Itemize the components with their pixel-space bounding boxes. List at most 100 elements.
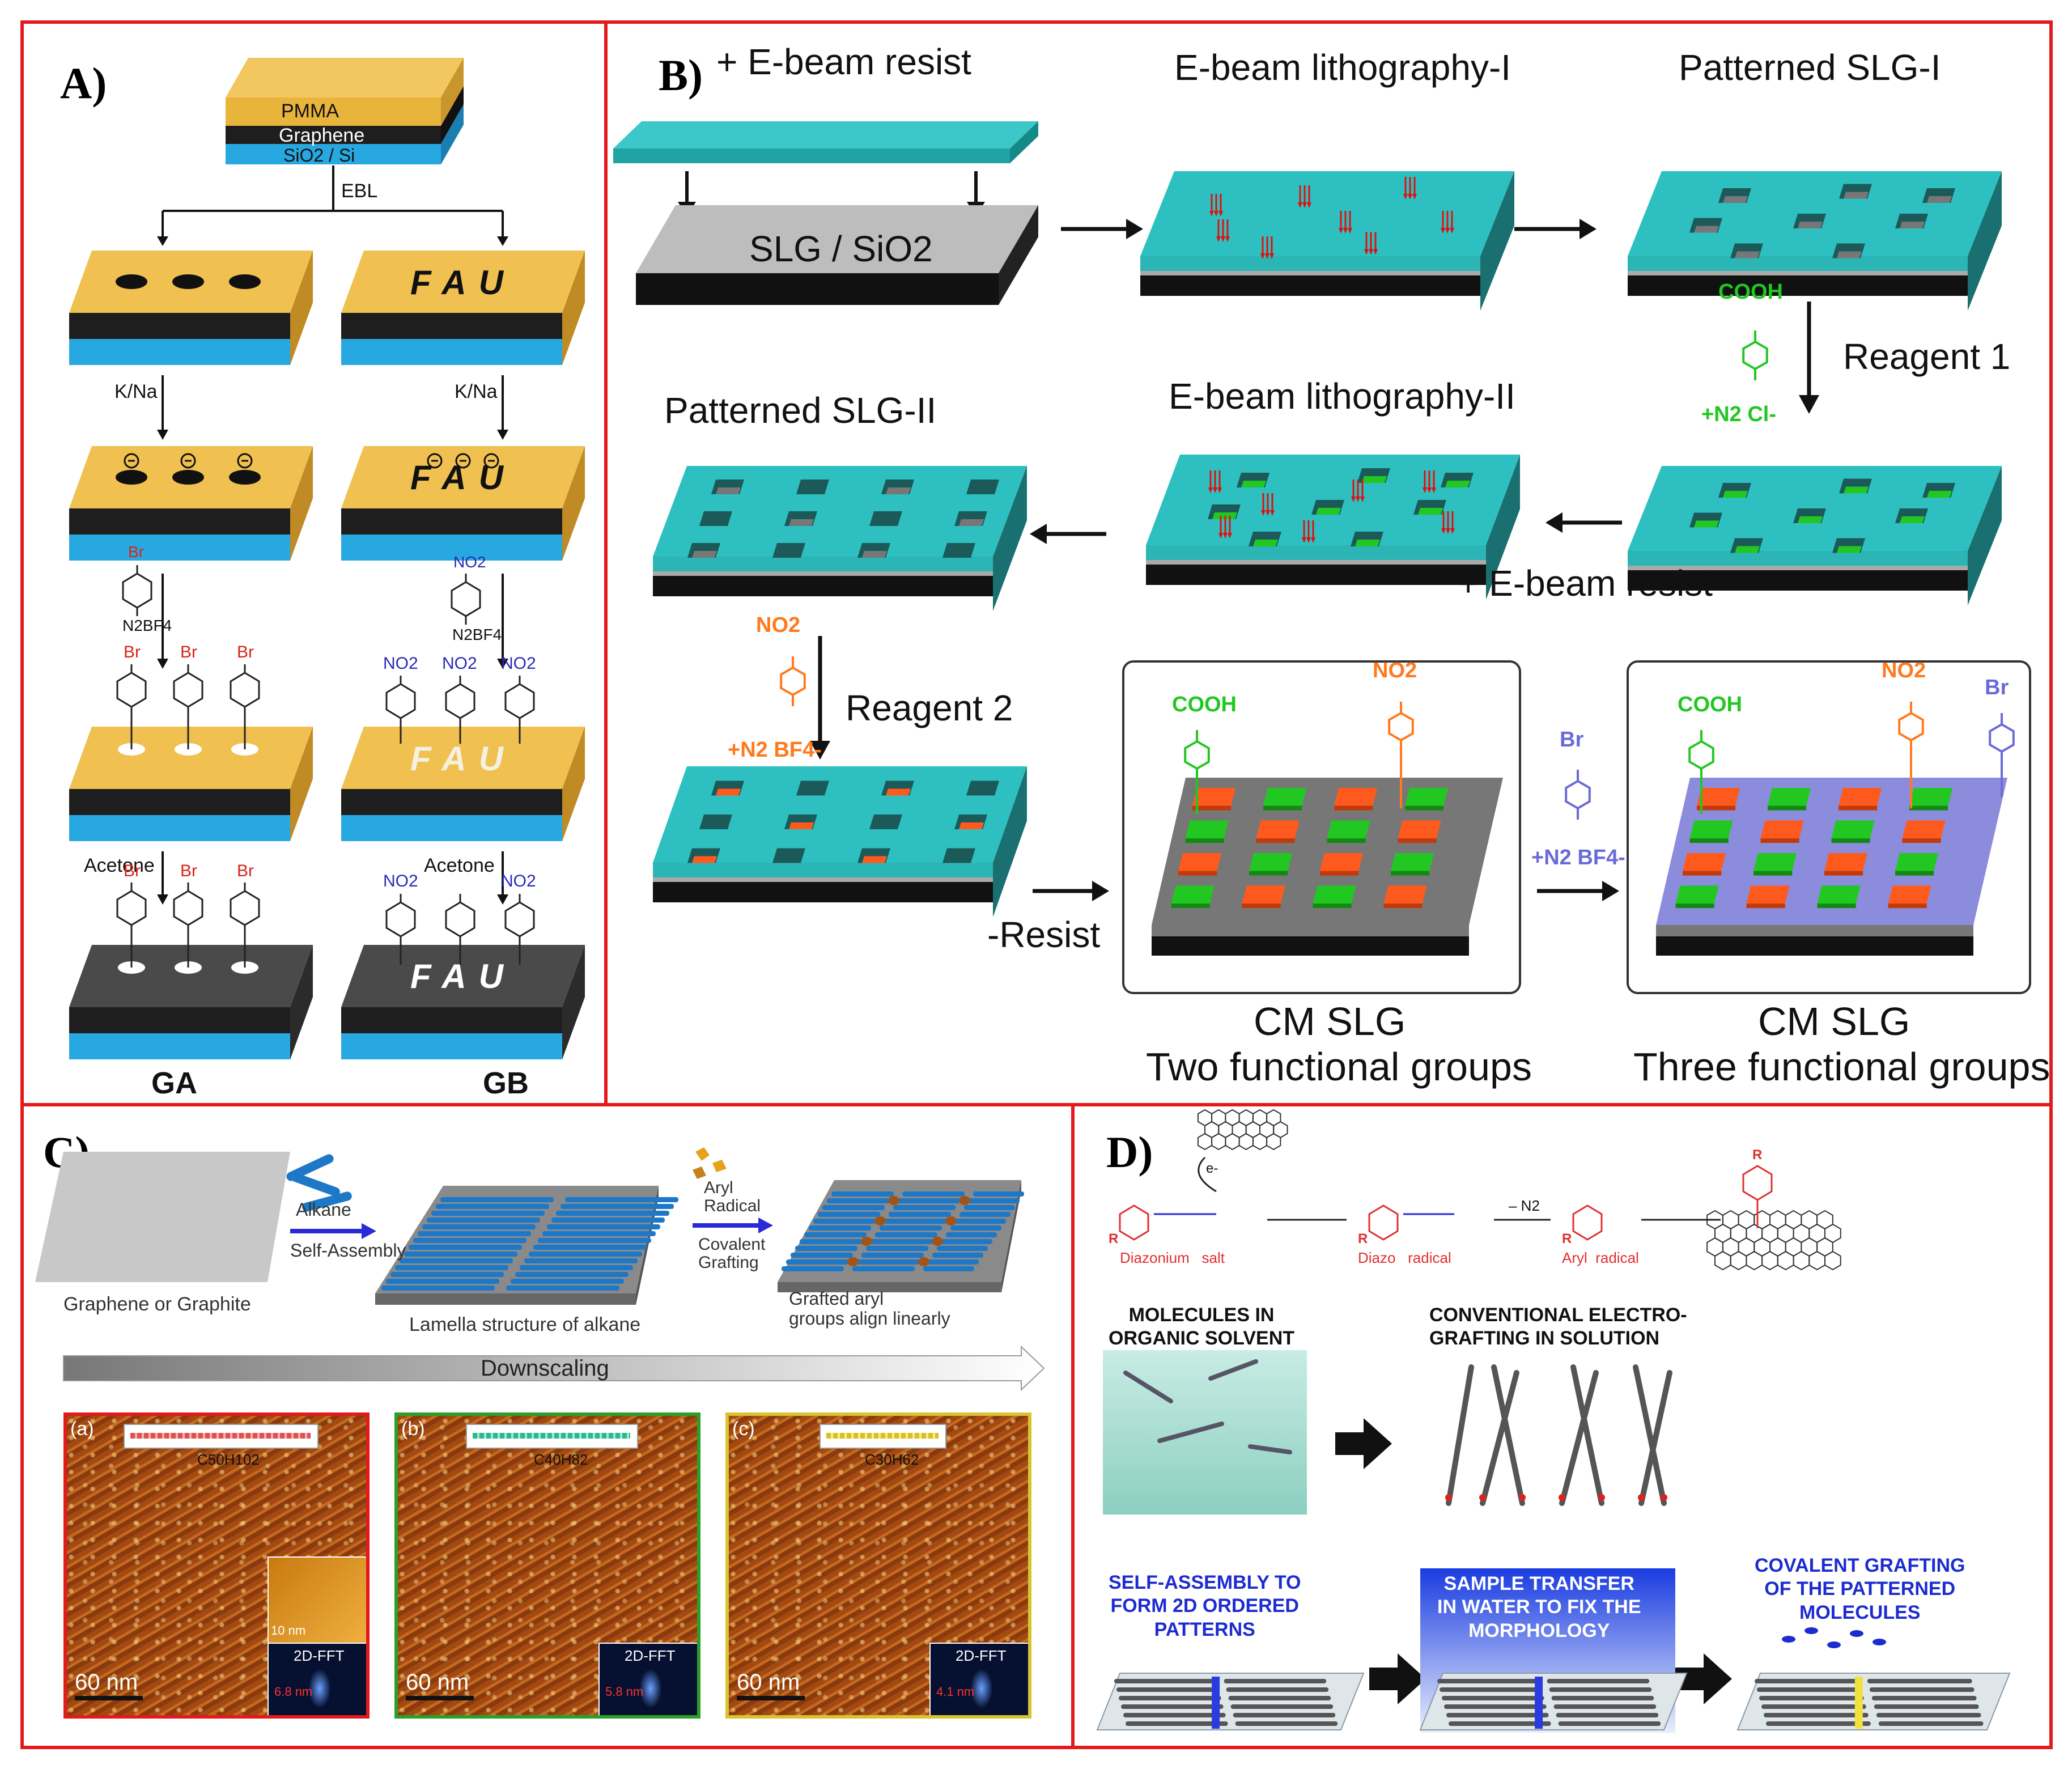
sub-br-l3: Br bbox=[237, 643, 254, 661]
pslg2-label: Patterned SLG-II bbox=[664, 390, 937, 431]
covalent-caption: COVALENT GRAFTING OF THE PATTERNED MOLEC… bbox=[1755, 1555, 1965, 1623]
aryl-left-row4 bbox=[116, 664, 260, 749]
diazonium-label: Diazonium salt bbox=[1120, 1249, 1225, 1266]
electron-label: e- bbox=[1206, 1161, 1218, 1176]
panel-a-diagram bbox=[69, 58, 585, 1059]
cm-slg-two bbox=[1152, 778, 1503, 956]
cm2-title: CM SLG bbox=[1758, 999, 1910, 1043]
stm-a-scale: 60 nm bbox=[75, 1670, 138, 1695]
result-gb: GB bbox=[483, 1066, 529, 1100]
panel-b: B) + E-beam resist bbox=[604, 20, 2053, 1106]
stm-image-c: (c) C30H62 2D-FFT 4.1 nm 60 nm bbox=[725, 1412, 1031, 1719]
alkane-label: Alkane bbox=[296, 1199, 351, 1220]
sio2-label: SiO2 / Si bbox=[283, 145, 355, 166]
grafted-aryl-label: Grafted aryl groups align linearly bbox=[789, 1288, 950, 1329]
stm-a-fft: 2D-FFT 6.8 nm bbox=[268, 1643, 366, 1715]
stm-a-zoom-inset: 10 nm bbox=[268, 1556, 366, 1644]
stack-right-row3 bbox=[341, 446, 585, 561]
reagent1-label: Reagent 1 bbox=[1843, 336, 2011, 377]
aryl-left-row5 bbox=[116, 883, 260, 968]
panel-b-label: B) bbox=[659, 50, 703, 100]
panel-c: C) Graphene or Grap bbox=[20, 1103, 1075, 1749]
panel-a: A) bbox=[20, 20, 608, 1106]
kna-right: K/Na bbox=[455, 381, 498, 402]
no2-reagent2: NO2 bbox=[756, 613, 801, 637]
panel-d-label: D) bbox=[1106, 1127, 1153, 1177]
stm-a-inset-scale: 10 nm bbox=[271, 1623, 306, 1638]
ebl2-label: E-beam lithography-II bbox=[1169, 376, 1515, 417]
ebl-label: EBL bbox=[341, 180, 378, 202]
stack-right-row5 bbox=[341, 945, 585, 1059]
stm-a-tag: (a) bbox=[70, 1418, 94, 1440]
cm1-no2: NO2 bbox=[1373, 659, 1417, 682]
stm-image-b: (b) C40H82 2D-FFT 5.8 nm 60 nm bbox=[394, 1412, 700, 1719]
stm-c-tag: (c) bbox=[732, 1418, 755, 1440]
cm2-br: Br bbox=[1985, 676, 2009, 699]
bf4-reagent2: +N2 BF4- bbox=[728, 738, 822, 762]
diazo-cl-label: +N2 Cl- bbox=[1701, 402, 1776, 426]
sub-br-l2: Br bbox=[180, 643, 197, 661]
sub-no2-r2: NO2 bbox=[442, 654, 477, 673]
resist-sheet bbox=[613, 121, 1038, 163]
r-4: R bbox=[1752, 1147, 1763, 1163]
stm-c-formula: C30H62 bbox=[865, 1451, 919, 1468]
pslg1-label: Patterned SLG-I bbox=[1679, 47, 1941, 88]
kna-left: K/Na bbox=[114, 381, 158, 402]
stack-right-row4 bbox=[341, 727, 585, 841]
stm-c-fft-label: 2D-FFT bbox=[956, 1647, 1007, 1664]
cm-slg-three bbox=[1656, 778, 2007, 956]
conventional-caption: CONVENTIONAL ELECTRO- GRAFTING IN SOLUTI… bbox=[1429, 1304, 1687, 1350]
stm-b-tag: (b) bbox=[401, 1418, 425, 1440]
molecule-c bbox=[820, 1424, 946, 1449]
slab-patterned-2 bbox=[653, 466, 1027, 611]
sub-no2-r6: NO2 bbox=[501, 872, 536, 890]
cm1-cooh: COOH bbox=[1172, 693, 1237, 716]
graphene-sheet bbox=[35, 1152, 290, 1282]
stm-c-fft: 2D-FFT 4.1 nm bbox=[929, 1643, 1028, 1715]
stm-a-fft-label: 2D-FFT bbox=[294, 1647, 345, 1664]
panel-b-diagram bbox=[613, 121, 2031, 994]
stack-left-row3 bbox=[69, 446, 313, 561]
panel-d-diagram bbox=[1096, 1109, 2011, 1733]
acetone-right: Acetone bbox=[424, 855, 495, 876]
stm-b-formula: C40H82 bbox=[534, 1451, 588, 1468]
solvent-image bbox=[1103, 1350, 1307, 1515]
fau-row2: FAU bbox=[410, 264, 516, 302]
reagent-left-br: Br bbox=[128, 543, 144, 561]
aryl-radical-d-label: Aryl radical bbox=[1562, 1249, 1639, 1266]
reagent-left-n2bf4: N2BF4 bbox=[122, 617, 172, 634]
stm-b-fft-label: 2D-FFT bbox=[625, 1647, 676, 1664]
reagent2-label: Reagent 2 bbox=[846, 688, 1013, 728]
sub-no2-r3: NO2 bbox=[501, 654, 536, 673]
pmma-label: PMMA bbox=[281, 100, 339, 122]
graphene-sheet-d bbox=[1419, 1673, 1688, 1730]
ebeam-resist2-label: + E-beam resist bbox=[1458, 563, 1713, 604]
molecule-b bbox=[466, 1424, 638, 1449]
slab-reagent2 bbox=[653, 766, 1027, 917]
stm-c-fft-value: 4.1 nm bbox=[936, 1685, 975, 1699]
fau-row4: FAU bbox=[410, 740, 516, 778]
reagent3-br: Br bbox=[1560, 728, 1584, 752]
cm2-subtitle: Three functional groups bbox=[1633, 1045, 2050, 1089]
stm-b-fft-value: 5.8 nm bbox=[605, 1685, 644, 1699]
stack-right-row2 bbox=[341, 251, 585, 365]
r-1: R bbox=[1109, 1231, 1119, 1246]
graphene-label: Graphene bbox=[279, 125, 365, 146]
aryl-right-row4 bbox=[385, 676, 535, 744]
aryl-radical-label: Aryl Radical bbox=[704, 1178, 761, 1215]
downscaling-label: Downscaling bbox=[481, 1356, 609, 1381]
ebeam-resist-label: + E-beam resist bbox=[716, 41, 971, 82]
slg-sio2-label: SLG / SiO2 bbox=[749, 228, 933, 269]
lamella-label: Lamella structure of alkane bbox=[409, 1314, 641, 1335]
scale-bar-b bbox=[406, 1696, 474, 1700]
sub-br-l5: Br bbox=[180, 862, 197, 880]
ebl1-label: E-beam lithography-I bbox=[1174, 47, 1511, 88]
sub-no2-r1: NO2 bbox=[383, 654, 418, 673]
sub-br-l6: Br bbox=[237, 862, 254, 880]
diazo-radical-label: Diazo radical bbox=[1358, 1249, 1451, 1266]
stack-left-row2 bbox=[69, 251, 313, 365]
minus-resist-label: -Resist bbox=[987, 914, 1101, 955]
slab-ebl2 bbox=[1146, 455, 1520, 600]
scale-bar-a bbox=[75, 1696, 143, 1700]
cooh-reagent1: COOH bbox=[1718, 280, 1783, 304]
